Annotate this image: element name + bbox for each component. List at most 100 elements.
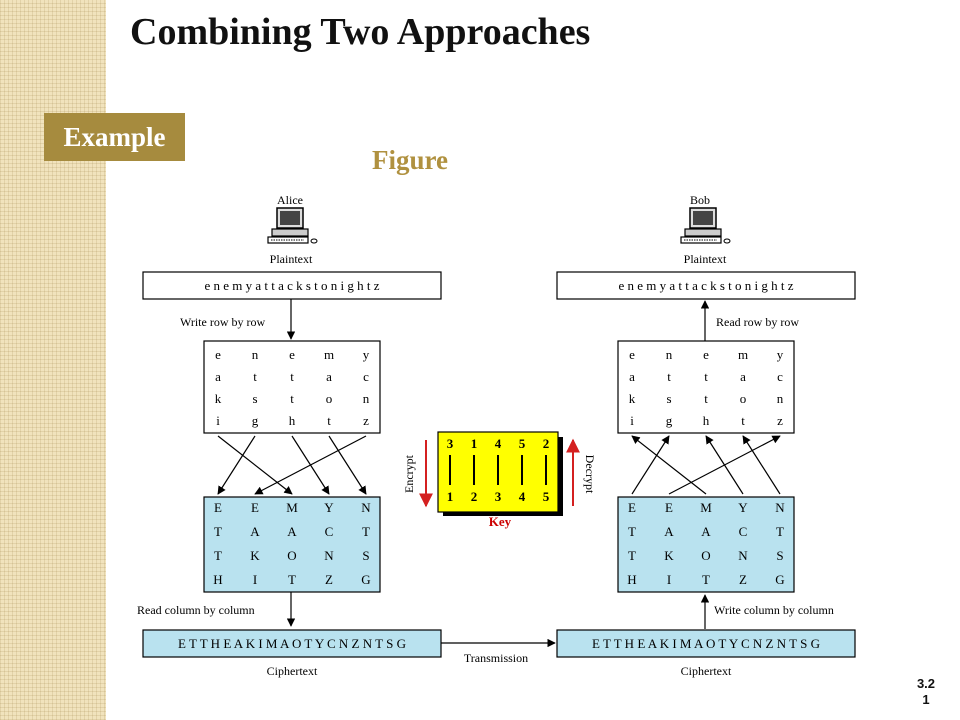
bob-ciphertext-label: Ciphertext xyxy=(681,664,732,678)
cipher-grid-cell: G xyxy=(361,572,370,587)
cipher-grid-cell: N xyxy=(361,500,371,515)
plain-grid-cell: h xyxy=(289,413,296,428)
key-label: Key xyxy=(489,514,512,529)
permutation-line xyxy=(742,435,781,495)
cipher-grid-cell: C xyxy=(739,524,748,539)
cipher-grid-cell: M xyxy=(700,500,712,515)
cipher-grid-cell: S xyxy=(776,548,783,563)
cipher-grid-cell: A xyxy=(250,524,260,539)
plain-grid-cell: g xyxy=(666,413,673,428)
bob-computer-icon xyxy=(680,207,731,244)
cipher-grid-cell: T xyxy=(214,524,222,539)
cipher-grid-cell: E xyxy=(628,500,636,515)
plain-grid-cell: c xyxy=(777,369,783,384)
cipher-grid-cell: T xyxy=(628,524,636,539)
cipher-grid-cell: I xyxy=(667,572,671,587)
alice-ciphertext-label: Ciphertext xyxy=(267,664,318,678)
key-bottom-digit: 1 xyxy=(447,489,454,504)
plain-grid-cell: z xyxy=(777,413,783,428)
cipher-grid-cell: I xyxy=(253,572,257,587)
page-title: Combining Two Approaches xyxy=(130,11,591,53)
plain-grid-cell: g xyxy=(252,413,259,428)
key-top-digit: 1 xyxy=(471,436,478,451)
cipher-grid-cell: T xyxy=(702,572,710,587)
decrypt-label: Decrypt xyxy=(583,455,597,494)
alice-ciphertext: E T T H E A K I M A O T Y C N Z N T S G xyxy=(178,636,406,651)
page-number: 3.2 1 xyxy=(906,676,946,708)
plain-grid-cell: k xyxy=(629,391,636,406)
alice-computer-icon xyxy=(267,207,318,244)
permutation-line xyxy=(631,435,670,495)
plain-grid-cell: y xyxy=(363,347,370,362)
cipher-grid-cell: K xyxy=(250,548,260,563)
cipher-grid-cell: E xyxy=(251,500,259,515)
permutation-line xyxy=(217,435,256,495)
cipher-grid-cell: S xyxy=(362,548,369,563)
key-top-digit: 5 xyxy=(519,436,526,451)
plain-grid-cell: a xyxy=(215,369,221,384)
bob-label: Bob xyxy=(690,193,710,207)
alice-plaintext: e n e m y a t t a c k s t o n i g h t z xyxy=(204,278,379,293)
cipher-grid-cell: T xyxy=(628,548,636,563)
cipher-grid-cell: T xyxy=(214,548,222,563)
bob-plaintext-box xyxy=(556,271,856,300)
cipher-grid-cell: K xyxy=(664,548,674,563)
cipher-grid-cell: T xyxy=(776,524,784,539)
key-bottom-digit: 3 xyxy=(495,489,502,504)
cipher-grid-cell: N xyxy=(738,548,748,563)
cipher-grid-cell: Z xyxy=(739,572,747,587)
plain-grid-cell: a xyxy=(629,369,635,384)
cipher-grid-cell: E xyxy=(214,500,222,515)
cipher-grid-cell: T xyxy=(362,524,370,539)
cipher-grid-cell: M xyxy=(286,500,298,515)
key-box-shadow-bottom xyxy=(443,512,563,516)
plain-grid-cell: t xyxy=(327,413,331,428)
alice-plaintext-label: Plaintext xyxy=(270,252,313,266)
alice-plain-grid xyxy=(203,340,381,434)
plain-grid-cell: e xyxy=(703,347,709,362)
alice-label: Alice xyxy=(277,193,303,207)
cipher-grid-cell: Z xyxy=(325,572,333,587)
key-bottom-digit: 2 xyxy=(471,489,478,504)
alice-ciphertext-box xyxy=(142,629,442,658)
permutation-line xyxy=(668,435,781,495)
plain-grid-cell: a xyxy=(740,369,746,384)
cipher-grid-cell: T xyxy=(288,572,296,587)
bob-ciphertext: E T T H E A K I M A O T Y C N Z N T S G xyxy=(592,636,820,651)
plain-grid-cell: t xyxy=(704,369,708,384)
cipher-grid-cell: C xyxy=(325,524,334,539)
permutation-line xyxy=(254,435,367,495)
plain-grid-cell: s xyxy=(252,391,257,406)
key-bottom-digit: 5 xyxy=(543,489,550,504)
alice-permutation-lines xyxy=(217,435,367,495)
cipher-grid-cell: H xyxy=(627,572,636,587)
permutation-line xyxy=(217,435,293,495)
cipher-grid-cell: E xyxy=(665,500,673,515)
cipher-grid-cell: Y xyxy=(324,500,334,515)
plain-grid-cell: y xyxy=(777,347,784,362)
plain-grid-cell: k xyxy=(215,391,222,406)
key-top-digit: 2 xyxy=(543,436,550,451)
plain-grid-cell: s xyxy=(666,391,671,406)
read-column-label: Read column by column xyxy=(137,603,255,617)
example-badge: Example xyxy=(44,113,185,161)
cipher-grid-cell: A xyxy=(701,524,711,539)
plain-grid-cell: n xyxy=(363,391,370,406)
bob-plain-grid xyxy=(617,340,795,434)
plain-grid-cell: t xyxy=(290,391,294,406)
write-row-label: Write row by row xyxy=(180,315,265,329)
cipher-grid-cell: O xyxy=(287,548,296,563)
alice-plaintext-box xyxy=(142,271,442,300)
plain-grid-cell: z xyxy=(363,413,369,428)
cipher-grid-cell: H xyxy=(213,572,222,587)
write-column-label: Write column by column xyxy=(714,603,834,617)
plain-grid-cell: i xyxy=(216,413,220,428)
page-number-top: 3.2 xyxy=(916,676,936,691)
key-bottom-digit: 4 xyxy=(519,489,526,504)
plain-grid-cell: t xyxy=(290,369,294,384)
